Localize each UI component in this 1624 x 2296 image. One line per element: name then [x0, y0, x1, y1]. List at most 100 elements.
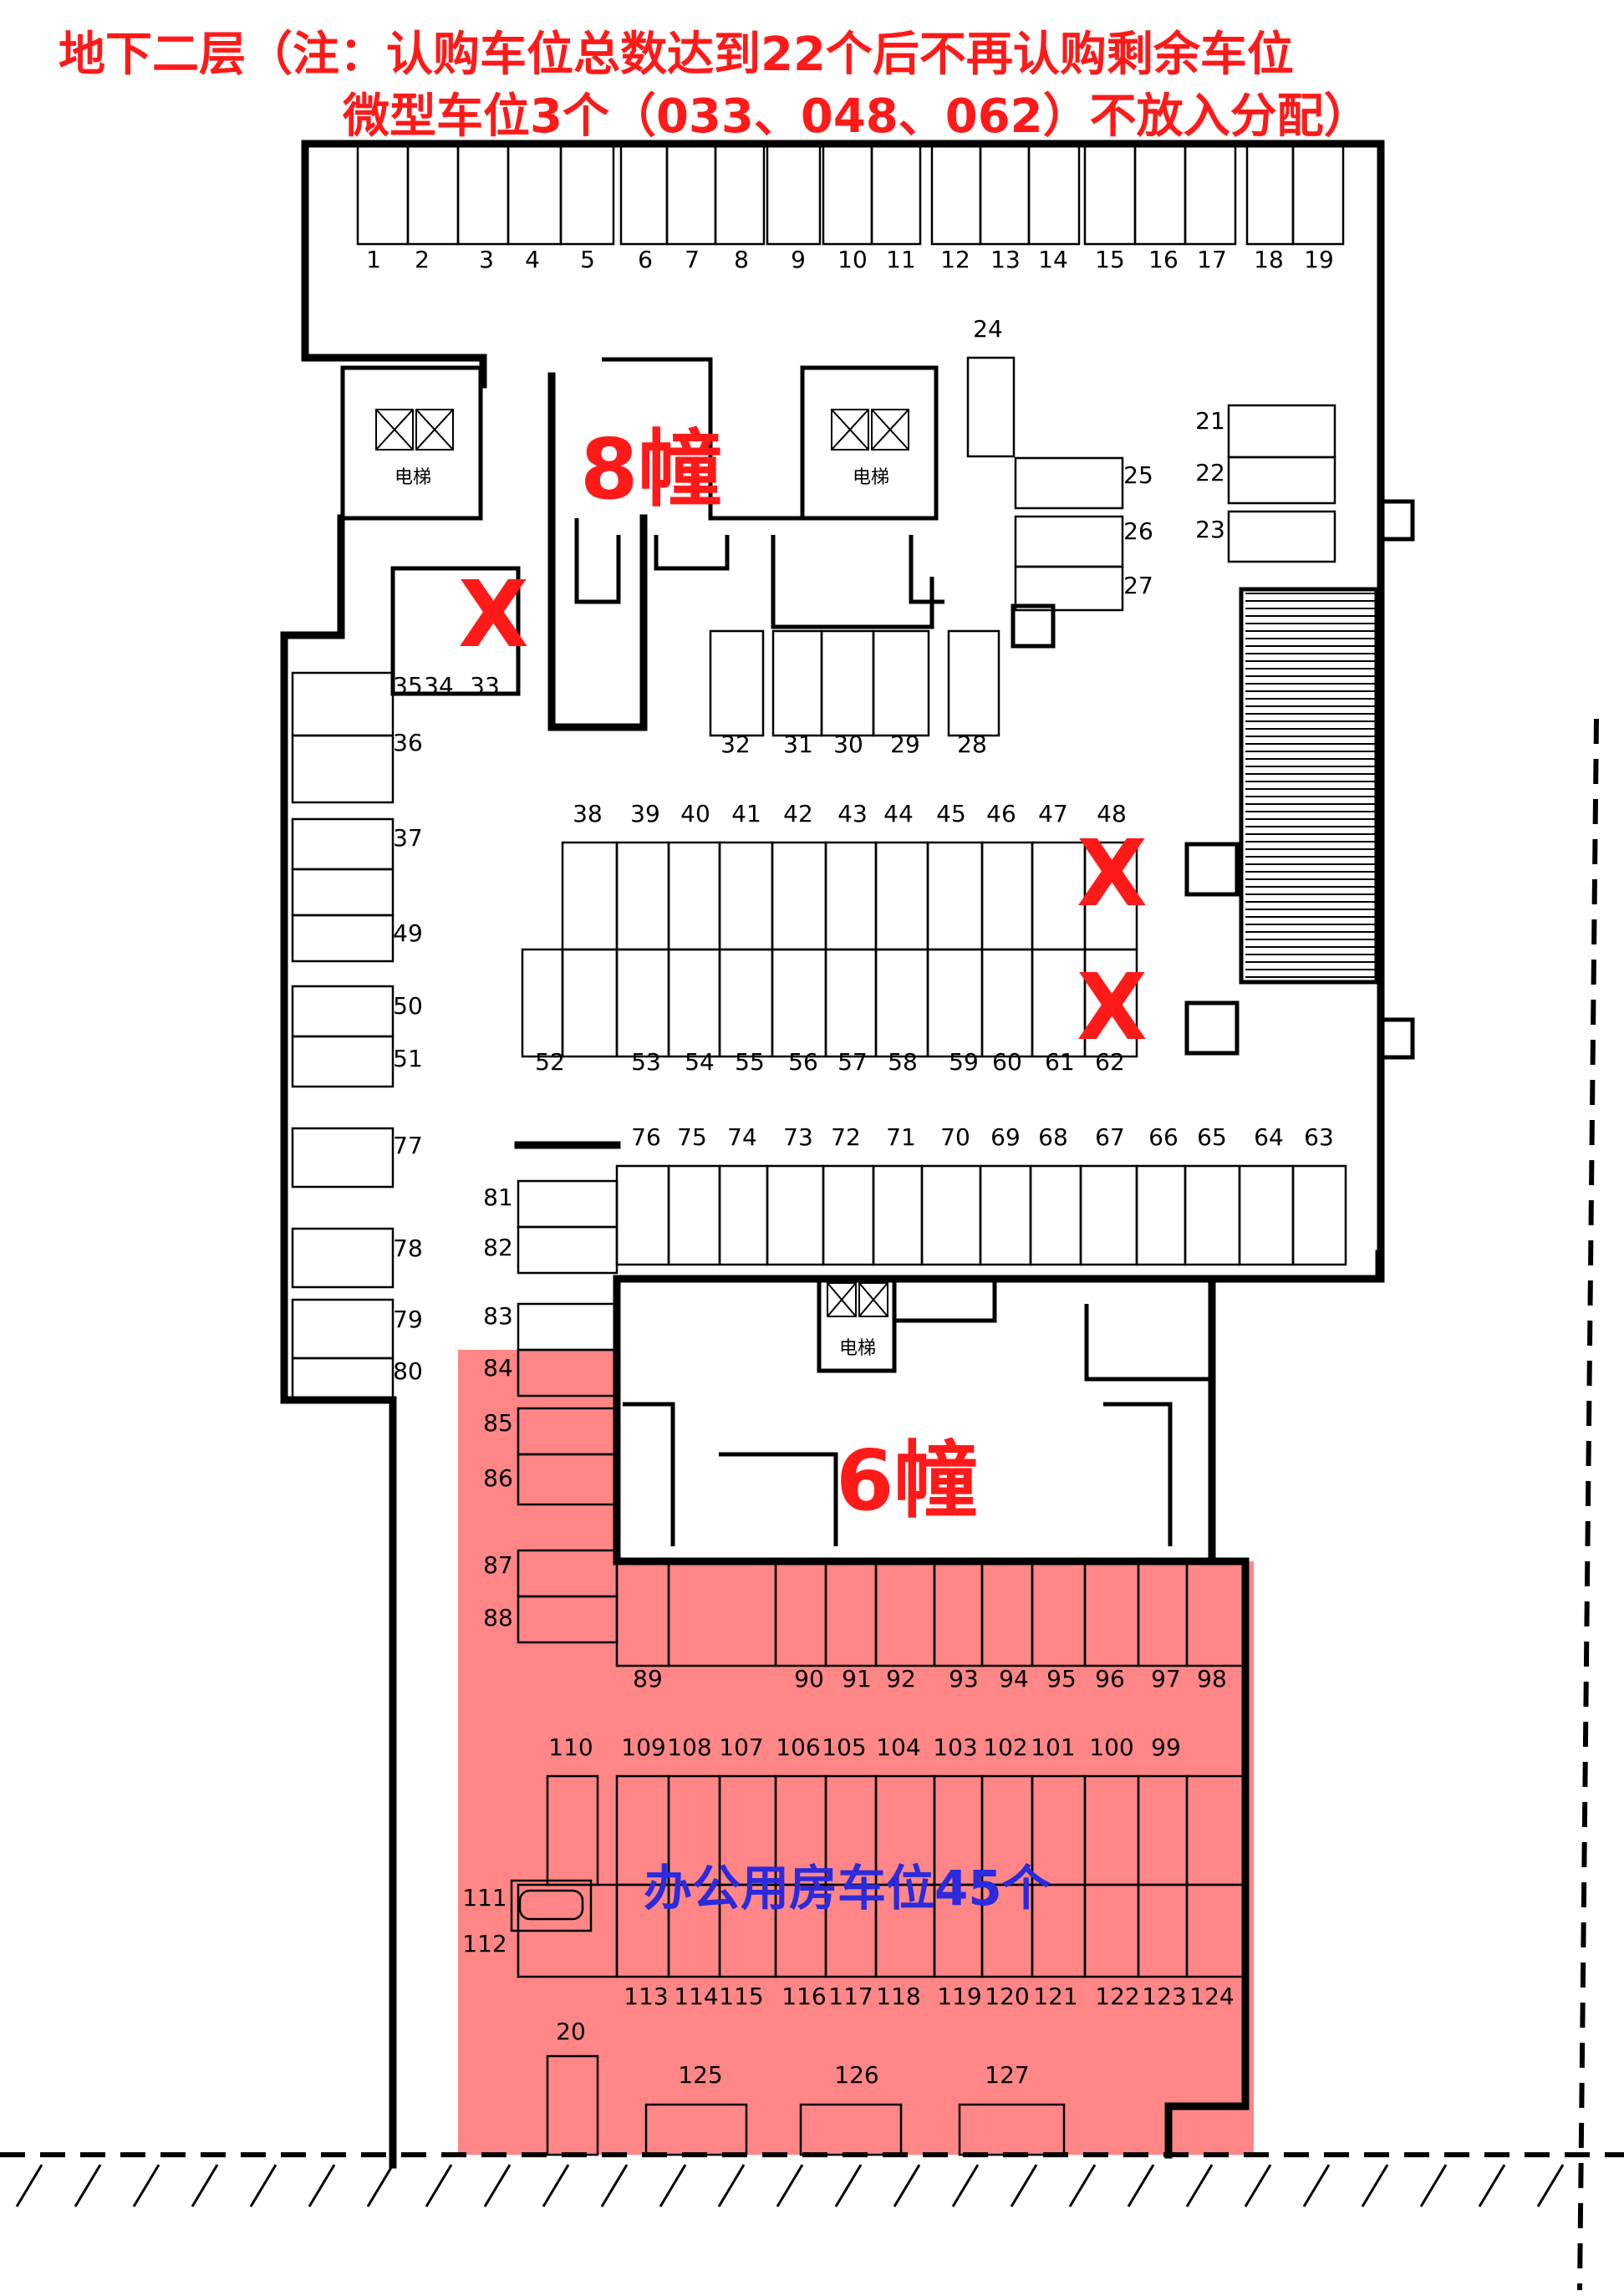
space-label-71: 71 [886, 1123, 916, 1151]
excluded-mark-048: X [1077, 820, 1148, 927]
space-label-68: 68 [1038, 1123, 1068, 1151]
space-label-62: 62 [1095, 1048, 1125, 1076]
space-label-78: 78 [393, 1235, 423, 1262]
space-label-16: 16 [1148, 246, 1179, 273]
space-label-45: 45 [936, 800, 966, 827]
space-label-57: 57 [837, 1048, 868, 1076]
space-label-83: 83 [483, 1302, 513, 1330]
space-label-110: 110 [548, 1733, 593, 1761]
space-label-96: 96 [1095, 1665, 1125, 1693]
space-label-17: 17 [1197, 246, 1227, 273]
space-label-34: 34 [424, 672, 454, 700]
space-label-86: 86 [483, 1464, 513, 1492]
space-label-32: 32 [720, 731, 751, 758]
space-label-12: 12 [940, 246, 970, 273]
space-label-39: 39 [630, 800, 660, 827]
space-label-103: 103 [933, 1733, 977, 1761]
elevator-label: 电梯 [853, 467, 889, 488]
space-label-82: 82 [483, 1234, 513, 1261]
space-label-112: 112 [462, 1930, 507, 1957]
space-label-1: 1 [366, 246, 381, 273]
space-label-97: 97 [1151, 1665, 1181, 1693]
space-label-90: 90 [794, 1665, 824, 1693]
space-label-85: 85 [483, 1409, 513, 1437]
space-label-102: 102 [983, 1733, 1027, 1761]
space-label-14: 14 [1038, 246, 1068, 273]
space-label-115: 115 [719, 1983, 763, 2010]
space-label-108: 108 [667, 1733, 711, 1761]
boundary-hatch [15, 2164, 1565, 2207]
space-label-65: 65 [1197, 1123, 1227, 1151]
space-label-64: 64 [1254, 1123, 1284, 1151]
space-label-49: 49 [393, 919, 423, 947]
ramp-hatch [1245, 593, 1375, 978]
space-label-46: 46 [986, 800, 1016, 827]
office-parking-label: 办公用房车位45个 [644, 1860, 1051, 1917]
space-label-70: 70 [940, 1123, 970, 1151]
property-line [0, 718, 1624, 2291]
elevator-label: 电梯 [395, 467, 431, 488]
space-label-26: 26 [1123, 517, 1153, 545]
space-label-23: 23 [1195, 516, 1225, 543]
space-label-58: 58 [888, 1048, 918, 1076]
space-label-95: 95 [1046, 1665, 1077, 1693]
space-label-106: 106 [776, 1733, 820, 1761]
space-label-41: 41 [731, 800, 761, 827]
space-label-55: 55 [735, 1048, 765, 1076]
space-label-20: 20 [556, 2018, 586, 2045]
space-label-113: 113 [624, 1983, 668, 2010]
space-label-123: 123 [1142, 1983, 1186, 2010]
space-label-38: 38 [573, 800, 603, 827]
space-label-22: 22 [1195, 459, 1225, 486]
space-label-9: 9 [791, 246, 806, 273]
space-label-56: 56 [788, 1048, 818, 1076]
building-8-label: 8幢 [580, 420, 722, 518]
space-label-107: 107 [719, 1733, 763, 1761]
space-label-121: 121 [1033, 1983, 1077, 2010]
space-label-69: 69 [990, 1123, 1021, 1151]
space-label-51: 51 [393, 1045, 423, 1072]
space-label-77: 77 [393, 1132, 423, 1159]
space-label-127: 127 [985, 2061, 1029, 2089]
title-line-2: 微型车位3个（033、048、062）不放入分配） [343, 89, 1371, 144]
space-label-11: 11 [886, 246, 916, 273]
space-label-105: 105 [822, 1733, 866, 1761]
space-label-89: 89 [633, 1665, 663, 1693]
space-label-13: 13 [990, 246, 1021, 273]
space-label-3: 3 [479, 246, 494, 273]
elevator-icon [375, 409, 909, 1317]
space-label-52: 52 [535, 1048, 565, 1076]
space-label-5: 5 [580, 246, 595, 273]
space-label-63: 63 [1304, 1123, 1334, 1151]
space-label-91: 91 [842, 1665, 872, 1693]
space-label-74: 74 [727, 1123, 757, 1151]
space-label-33: 33 [470, 672, 500, 700]
space-label-92: 92 [886, 1665, 916, 1693]
space-label-79: 79 [393, 1306, 423, 1333]
space-label-94: 94 [999, 1665, 1029, 1693]
space-label-124: 124 [1189, 1983, 1234, 2010]
space-label-24: 24 [973, 315, 1003, 343]
space-label-88: 88 [483, 1604, 513, 1632]
space-label-84: 84 [483, 1354, 513, 1382]
office-zone [458, 1350, 1254, 2155]
space-label-44: 44 [883, 800, 914, 827]
space-label-72: 72 [831, 1123, 861, 1151]
space-label-8: 8 [734, 246, 749, 273]
space-label-111: 111 [462, 1884, 507, 1912]
building-6-label: 6幢 [836, 1432, 978, 1530]
space-label-87: 87 [483, 1551, 513, 1579]
space-label-126: 126 [834, 2061, 878, 2089]
space-label-60: 60 [992, 1048, 1022, 1076]
space-label-125: 125 [678, 2061, 722, 2089]
space-label-80: 80 [393, 1357, 423, 1385]
space-label-21: 21 [1195, 407, 1225, 435]
space-label-59: 59 [949, 1048, 979, 1076]
space-label-75: 75 [677, 1123, 707, 1151]
space-label-76: 76 [631, 1123, 661, 1151]
elevator-label: 电梯 [839, 1338, 876, 1359]
space-label-81: 81 [483, 1184, 513, 1211]
space-label-35: 35 [393, 672, 423, 700]
space-label-120: 120 [985, 1983, 1029, 2010]
